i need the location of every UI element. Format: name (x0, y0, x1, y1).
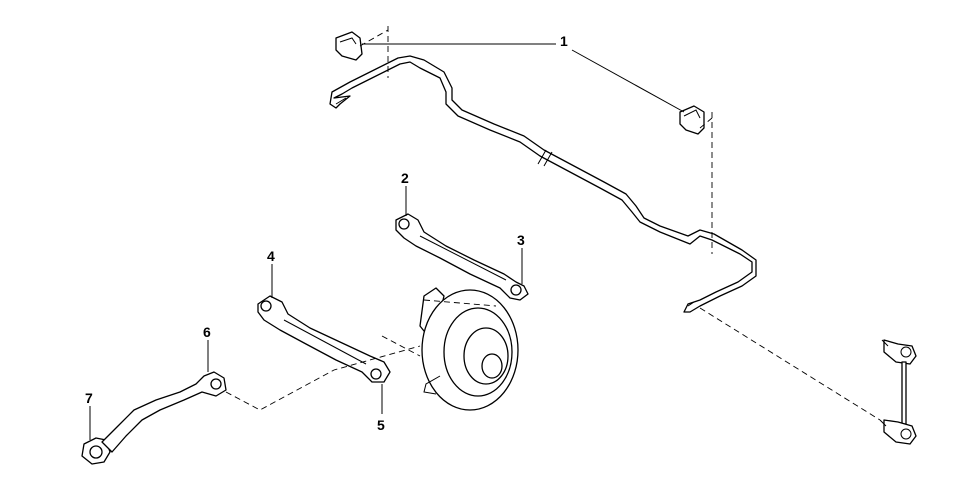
callout-3: 3 (517, 232, 525, 248)
assembly-lines (225, 26, 881, 421)
stabilizer-bushing-right (679, 105, 705, 135)
callout-leaders (89, 43, 685, 440)
callout-5: 5 (377, 417, 385, 433)
wheel-hub-knuckle (419, 287, 519, 411)
stabilizer-link (879, 339, 917, 445)
stabilizer-bar (329, 55, 757, 313)
lower-control-arm (257, 295, 391, 383)
callout-2: 2 (401, 170, 409, 186)
upper-control-arm (395, 213, 529, 301)
callout-4: 4 (267, 248, 275, 264)
stabilizer-bushing-left (335, 31, 363, 61)
callout-7: 7 (85, 390, 93, 406)
trailing-link (81, 371, 227, 465)
callout-6: 6 (203, 324, 211, 340)
callout-1: 1 (560, 33, 568, 49)
